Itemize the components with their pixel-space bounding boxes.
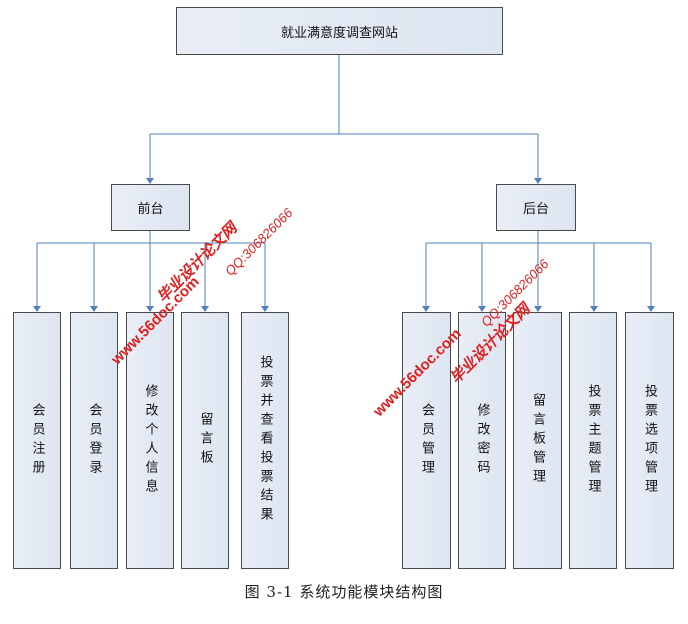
- back-connector: [425, 230, 652, 308]
- leaf-label: 留言板: [197, 412, 213, 469]
- front-node: 前台: [111, 184, 190, 231]
- figure-caption: 图 3-1 系统功能模块结构图: [244, 583, 444, 601]
- leaf-label: 投票选项管理: [642, 383, 657, 498]
- back-leaf-option-manage: 投票选项管理: [625, 312, 674, 569]
- root-label: 就业满意度调查网站: [280, 25, 398, 41]
- front-connector: [36, 230, 266, 308]
- leaf-label: 会员管理: [419, 402, 434, 479]
- back-leaf-topic-manage: 投票主题管理: [569, 312, 617, 569]
- front-leaf-member-register: 会员注册: [13, 312, 61, 569]
- back-node: 后台: [496, 184, 576, 231]
- front-leaf-vote-results: 投票并查看投票结果: [241, 312, 289, 569]
- root-connector: [149, 54, 539, 180]
- back-leaf-board-manage: 留言板管理: [513, 312, 562, 569]
- leaf-label: 修改个人信息: [142, 383, 158, 498]
- back-label: 后台: [522, 202, 549, 217]
- front-leaf-edit-profile: 修改个人信息: [126, 312, 174, 569]
- front-leaf-member-login: 会员登录: [70, 312, 118, 569]
- leaf-label: 留言板管理: [530, 393, 545, 488]
- leaf-label: 会员注册: [29, 402, 45, 479]
- leaf-label: 会员登录: [86, 402, 102, 479]
- leaf-label: 修改密码: [474, 402, 490, 479]
- arrowheads: [33, 178, 655, 312]
- front-label: 前台: [137, 202, 164, 217]
- leaf-label: 投票主题管理: [585, 383, 601, 498]
- back-leaf-member-manage: 会员管理: [402, 312, 451, 569]
- back-leaf-change-password: 修改密码: [458, 312, 506, 569]
- leaf-label: 投票并查看投票结果: [257, 355, 273, 526]
- root-node: 就业满意度调查网站: [176, 7, 503, 55]
- front-leaf-message-board: 留言板: [181, 312, 229, 569]
